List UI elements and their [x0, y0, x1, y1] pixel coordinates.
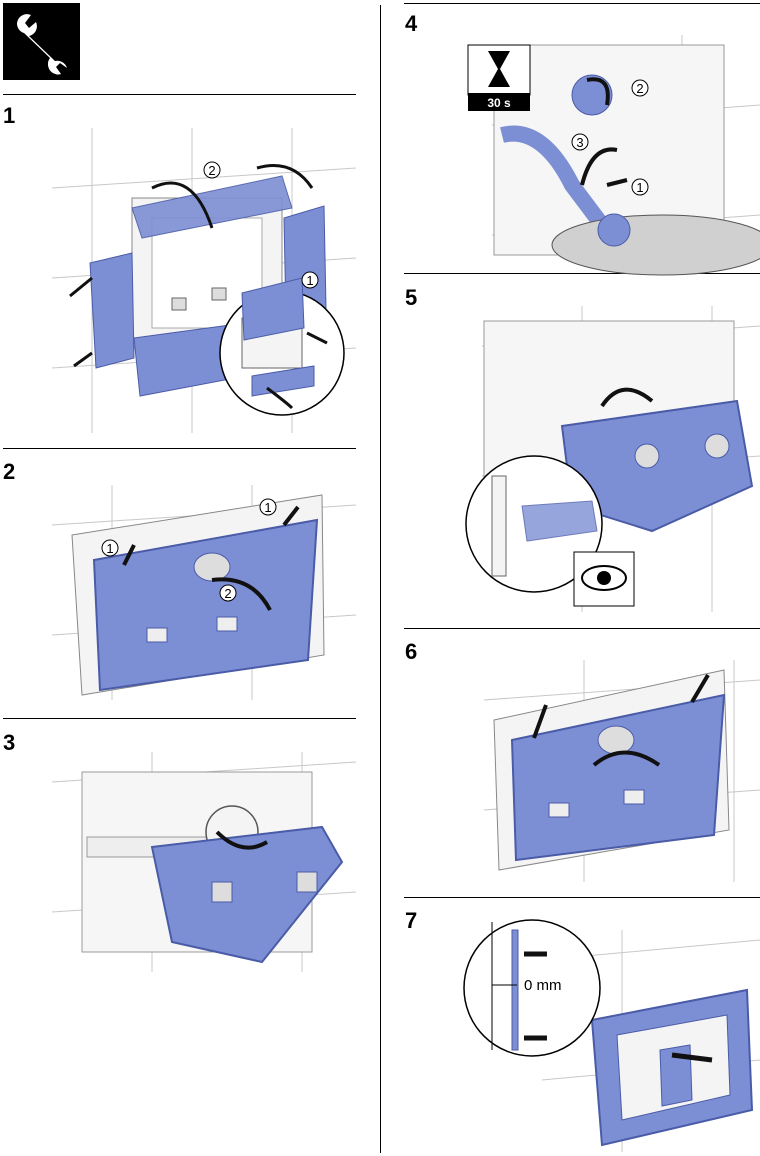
step-number-3: 3 — [3, 732, 15, 754]
rule-step-1 — [3, 94, 356, 95]
step-4-callout-2: 2 — [636, 81, 643, 96]
step-4-callout-3: 3 — [576, 135, 583, 150]
step-number-7: 7 — [405, 910, 417, 932]
step-number-5: 5 — [405, 287, 417, 309]
rule-step-5 — [404, 273, 760, 274]
step-number-1: 1 — [3, 105, 15, 127]
rule-step-3 — [3, 718, 356, 719]
step-1-callout-1: 1 — [306, 273, 313, 288]
rule-step-2 — [3, 448, 356, 449]
step-2-callout-1b: 1 — [264, 500, 271, 515]
step-7-illustration: 0 mm — [462, 930, 760, 1152]
rule-step-7 — [404, 897, 760, 898]
step-number-4: 4 — [405, 13, 417, 35]
eye-icon — [574, 552, 634, 606]
step-5-illustration — [462, 306, 760, 612]
step-number-6: 6 — [405, 641, 417, 663]
hourglass-icon: 30 s — [468, 45, 530, 111]
step-1-callout-2: 2 — [208, 163, 215, 178]
step-6-illustration — [484, 660, 760, 882]
timer-label: 30 s — [487, 96, 511, 110]
gap-label: 0 mm — [524, 977, 562, 994]
step-1-illustration: 2 1 — [52, 128, 356, 433]
top-rule-right — [404, 3, 760, 4]
step-2-callout-2: 2 — [224, 586, 231, 601]
step-4-illustration: 2 3 1 30 s — [462, 35, 760, 263]
step-4-callout-1: 1 — [636, 180, 643, 195]
rule-step-6 — [404, 628, 760, 629]
step-2-illustration: 1 1 2 — [52, 485, 356, 700]
wrench-icon — [3, 3, 80, 80]
column-divider — [380, 5, 381, 1153]
step-number-2: 2 — [3, 461, 15, 483]
step-3-illustration — [52, 752, 356, 972]
step-2-callout-1a: 1 — [106, 541, 113, 556]
